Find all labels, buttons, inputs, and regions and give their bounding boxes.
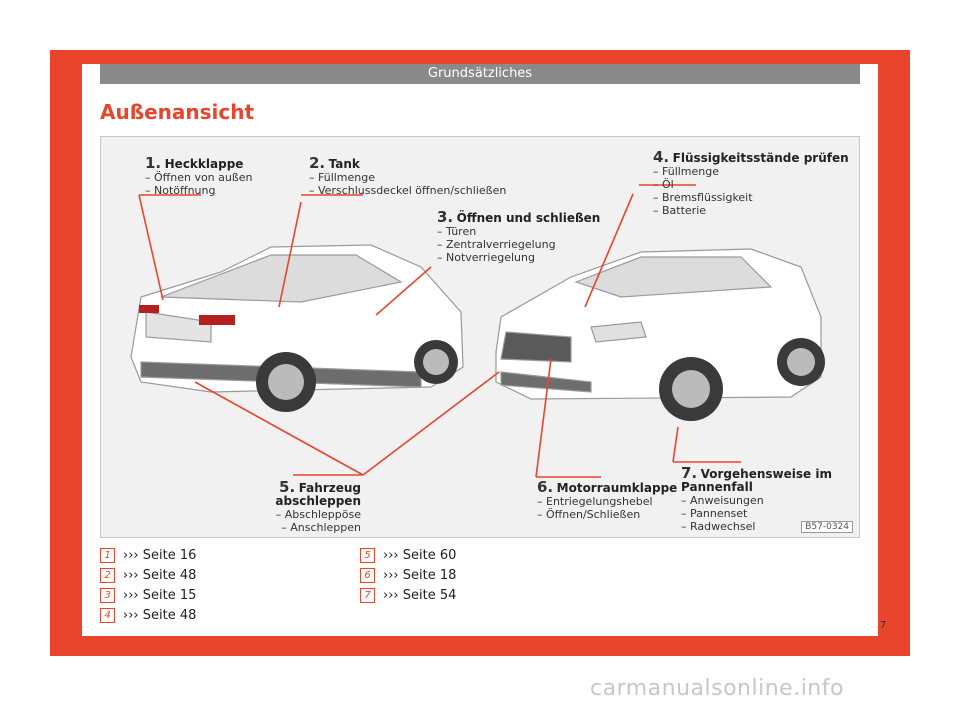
badge-6: 6 xyxy=(360,567,375,583)
badge-3: 3 xyxy=(100,587,115,603)
front-car-wheels xyxy=(659,338,825,421)
reference-6[interactable]: 6››› Seite 18 xyxy=(360,565,456,585)
figure-code: B57-0324 xyxy=(801,521,853,533)
section-header: Grundsätzliches xyxy=(100,64,860,84)
car-illustration xyxy=(130,184,825,478)
badge-4: 4 xyxy=(100,607,115,623)
badge-2: 2 xyxy=(100,567,115,583)
reference-1[interactable]: 1››› Seite 16 xyxy=(100,545,196,565)
badge-1: 1 xyxy=(100,547,115,563)
watermark: carmanualsonline.info xyxy=(590,676,844,701)
rear-car-image xyxy=(130,244,464,393)
rear-car-wheels xyxy=(256,340,458,412)
reference-7[interactable]: 7››› Seite 54 xyxy=(360,585,456,605)
callout-oeffnen-schliessen: 3. Öffnen und schließen – Türen – Zentra… xyxy=(437,208,601,265)
callout-fluessigkeitsstaende: 4. Flüssigkeitsstände prüfen – Füllmenge… xyxy=(653,148,849,218)
callout-abschleppen: 5. Fahrzeug abschleppen – Abschleppöse –… xyxy=(275,478,361,535)
callout-heckklappe: 1. Heckklappe – Öffnen von außen – Notöf… xyxy=(145,154,253,198)
reference-2[interactable]: 2››› Seite 48 xyxy=(100,565,196,585)
page-number: 7 xyxy=(880,620,887,631)
reference-4[interactable]: 4››› Seite 48 xyxy=(100,605,196,625)
front-car-image xyxy=(495,248,822,400)
exterior-view-figure: 1. Heckklappe – Öffnen von außen – Notöf… xyxy=(100,136,860,538)
reference-3[interactable]: 3››› Seite 15 xyxy=(100,585,196,605)
callout-tank: 2. Tank – Füllmenge – Verschlussdeckel ö… xyxy=(309,154,507,198)
reference-list-right: 5››› Seite 60 6››› Seite 18 7››› Seite 5… xyxy=(360,545,456,605)
callout-pannenfall: 7. Vorgehensweise im Pannenfall – Anweis… xyxy=(681,464,832,534)
badge-5: 5 xyxy=(360,547,375,563)
reference-5[interactable]: 5››› Seite 60 xyxy=(360,545,456,565)
page-title: Außenansicht xyxy=(100,100,255,124)
callout-leader-lines xyxy=(138,184,741,478)
badge-7: 7 xyxy=(360,587,375,603)
callout-motorraumklappe: 6. Motorraumklappe – Entriegelungshebel … xyxy=(537,478,678,522)
reference-list-left: 1››› Seite 16 2››› Seite 48 3››› Seite 1… xyxy=(100,545,196,625)
